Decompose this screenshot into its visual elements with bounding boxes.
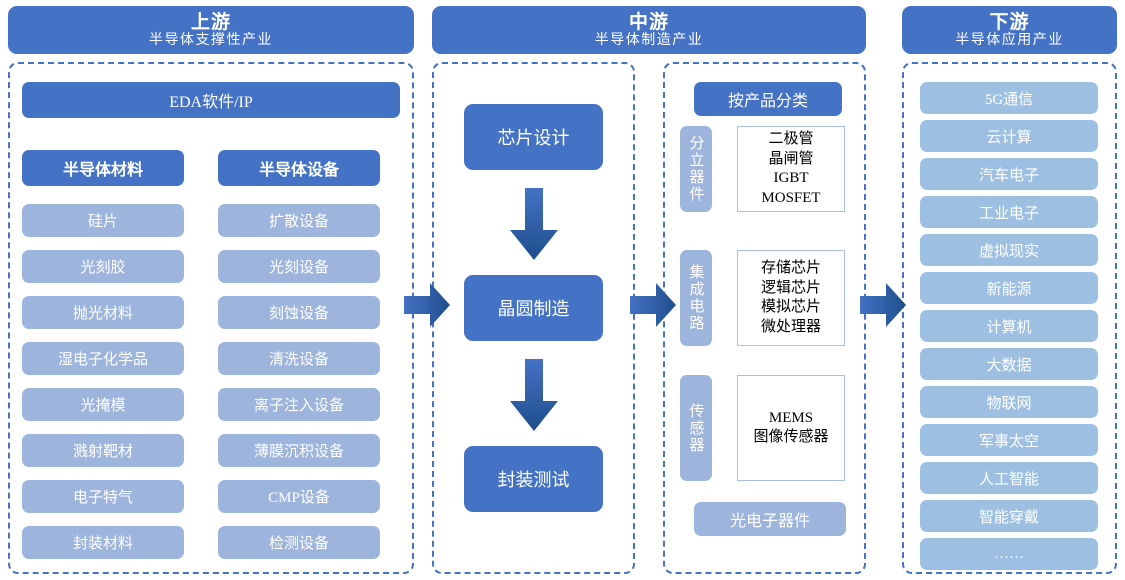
section-subtitle: 半导体制造产业: [594, 32, 704, 48]
product-group-label-discrete: 分立器件: [680, 126, 712, 212]
upstream-column-header-materials: 半导体材料: [22, 150, 184, 186]
section-header-downstream: 下游 半导体应用产业: [902, 6, 1117, 54]
downstream-application-item: 汽车电子: [920, 158, 1098, 190]
midstream-flow-step: 封装测试: [464, 446, 603, 512]
arrow-right-icon: [630, 283, 676, 327]
downstream-application-item: 大数据: [920, 348, 1098, 380]
section-header-midstream: 中游 半导体制造产业: [432, 6, 866, 54]
upstream-material-item: 光掩模: [22, 388, 184, 421]
optoelectronic-devices-box: 光电子器件: [694, 502, 846, 536]
product-classification-header: 按产品分类: [694, 82, 842, 116]
panel-upstream: [8, 62, 414, 574]
downstream-application-item: 虚拟现实: [920, 234, 1098, 266]
upstream-equipment-item: 光刻设备: [218, 250, 380, 283]
upstream-material-item: 溅射靶材: [22, 434, 184, 467]
product-item: 微处理器: [760, 318, 821, 335]
product-item: MOSFET: [761, 189, 821, 206]
upstream-eda-box: EDA软件/IP: [22, 82, 400, 118]
product-item: 二极管: [768, 131, 814, 147]
downstream-application-item: 计算机: [920, 310, 1098, 342]
upstream-material-item: 湿电子化学品: [22, 342, 184, 375]
upstream-equipment-item: 检测设备: [218, 526, 380, 559]
upstream-equipment-item: CMP设备: [218, 480, 380, 513]
downstream-application-item: 云计算: [920, 120, 1098, 152]
upstream-material-item: 封装材料: [22, 526, 184, 559]
upstream-material-item: 抛光材料: [22, 296, 184, 329]
upstream-material-item: 硅片: [22, 204, 184, 237]
arrow-right-icon: [860, 283, 906, 327]
arrow-down-icon: [510, 188, 558, 260]
product-item: IGBT: [773, 170, 809, 186]
panel-downstream: [902, 62, 1117, 574]
upstream-equipment-item: 清洗设备: [218, 342, 380, 375]
downstream-application-item: ……: [920, 538, 1098, 570]
upstream-material-item: 光刻胶: [22, 250, 184, 283]
upstream-material-item: 电子特气: [22, 480, 184, 513]
section-title: 下游: [989, 11, 1030, 33]
upstream-equipment-item: 刻蚀设备: [218, 296, 380, 329]
downstream-application-item: 军事太空: [920, 424, 1098, 456]
product-group-items-discrete: 二极管 晶闸管 IGBT MOSFET: [737, 126, 845, 212]
upstream-column-header-equipment: 半导体设备: [218, 150, 380, 186]
product-item: 晶闸管: [768, 150, 814, 167]
arrow-down-icon: [510, 359, 558, 431]
upstream-equipment-item: 扩散设备: [218, 204, 380, 237]
product-group-items-sensor: MEMS 图像传感器: [737, 375, 845, 481]
section-title: 中游: [628, 11, 669, 33]
arrow-right-icon: [404, 283, 450, 327]
product-group-items-integrated-circuit: 存储芯片 逻辑芯片 模拟芯片 微处理器: [737, 250, 845, 346]
product-group-label-integrated-circuit: 集成电路: [680, 250, 712, 346]
upstream-equipment-item: 薄膜沉积设备: [218, 434, 380, 467]
product-item: 逻辑芯片: [760, 279, 821, 296]
product-item: MEMS: [768, 409, 814, 426]
section-subtitle: 半导体支撑性产业: [149, 32, 273, 48]
product-group-label-sensor: 传感器: [680, 375, 712, 481]
downstream-application-item: 物联网: [920, 386, 1098, 418]
product-item: 存储芯片: [760, 260, 821, 276]
midstream-flow-step: 晶圆制造: [464, 275, 603, 341]
section-header-upstream: 上游 半导体支撑性产业: [8, 6, 414, 54]
downstream-application-item: 智能穿戴: [920, 500, 1098, 532]
product-item: 图像传感器: [753, 429, 829, 445]
downstream-application-item: 人工智能: [920, 462, 1098, 494]
downstream-application-item: 新能源: [920, 272, 1098, 304]
midstream-flow-step: 芯片设计: [464, 104, 603, 170]
product-item: 模拟芯片: [760, 299, 821, 315]
section-subtitle: 半导体应用产业: [955, 32, 1064, 48]
downstream-application-item: 工业电子: [920, 196, 1098, 228]
upstream-equipment-item: 离子注入设备: [218, 388, 380, 421]
downstream-application-item: 5G通信: [920, 82, 1098, 114]
section-title: 上游: [190, 11, 231, 33]
